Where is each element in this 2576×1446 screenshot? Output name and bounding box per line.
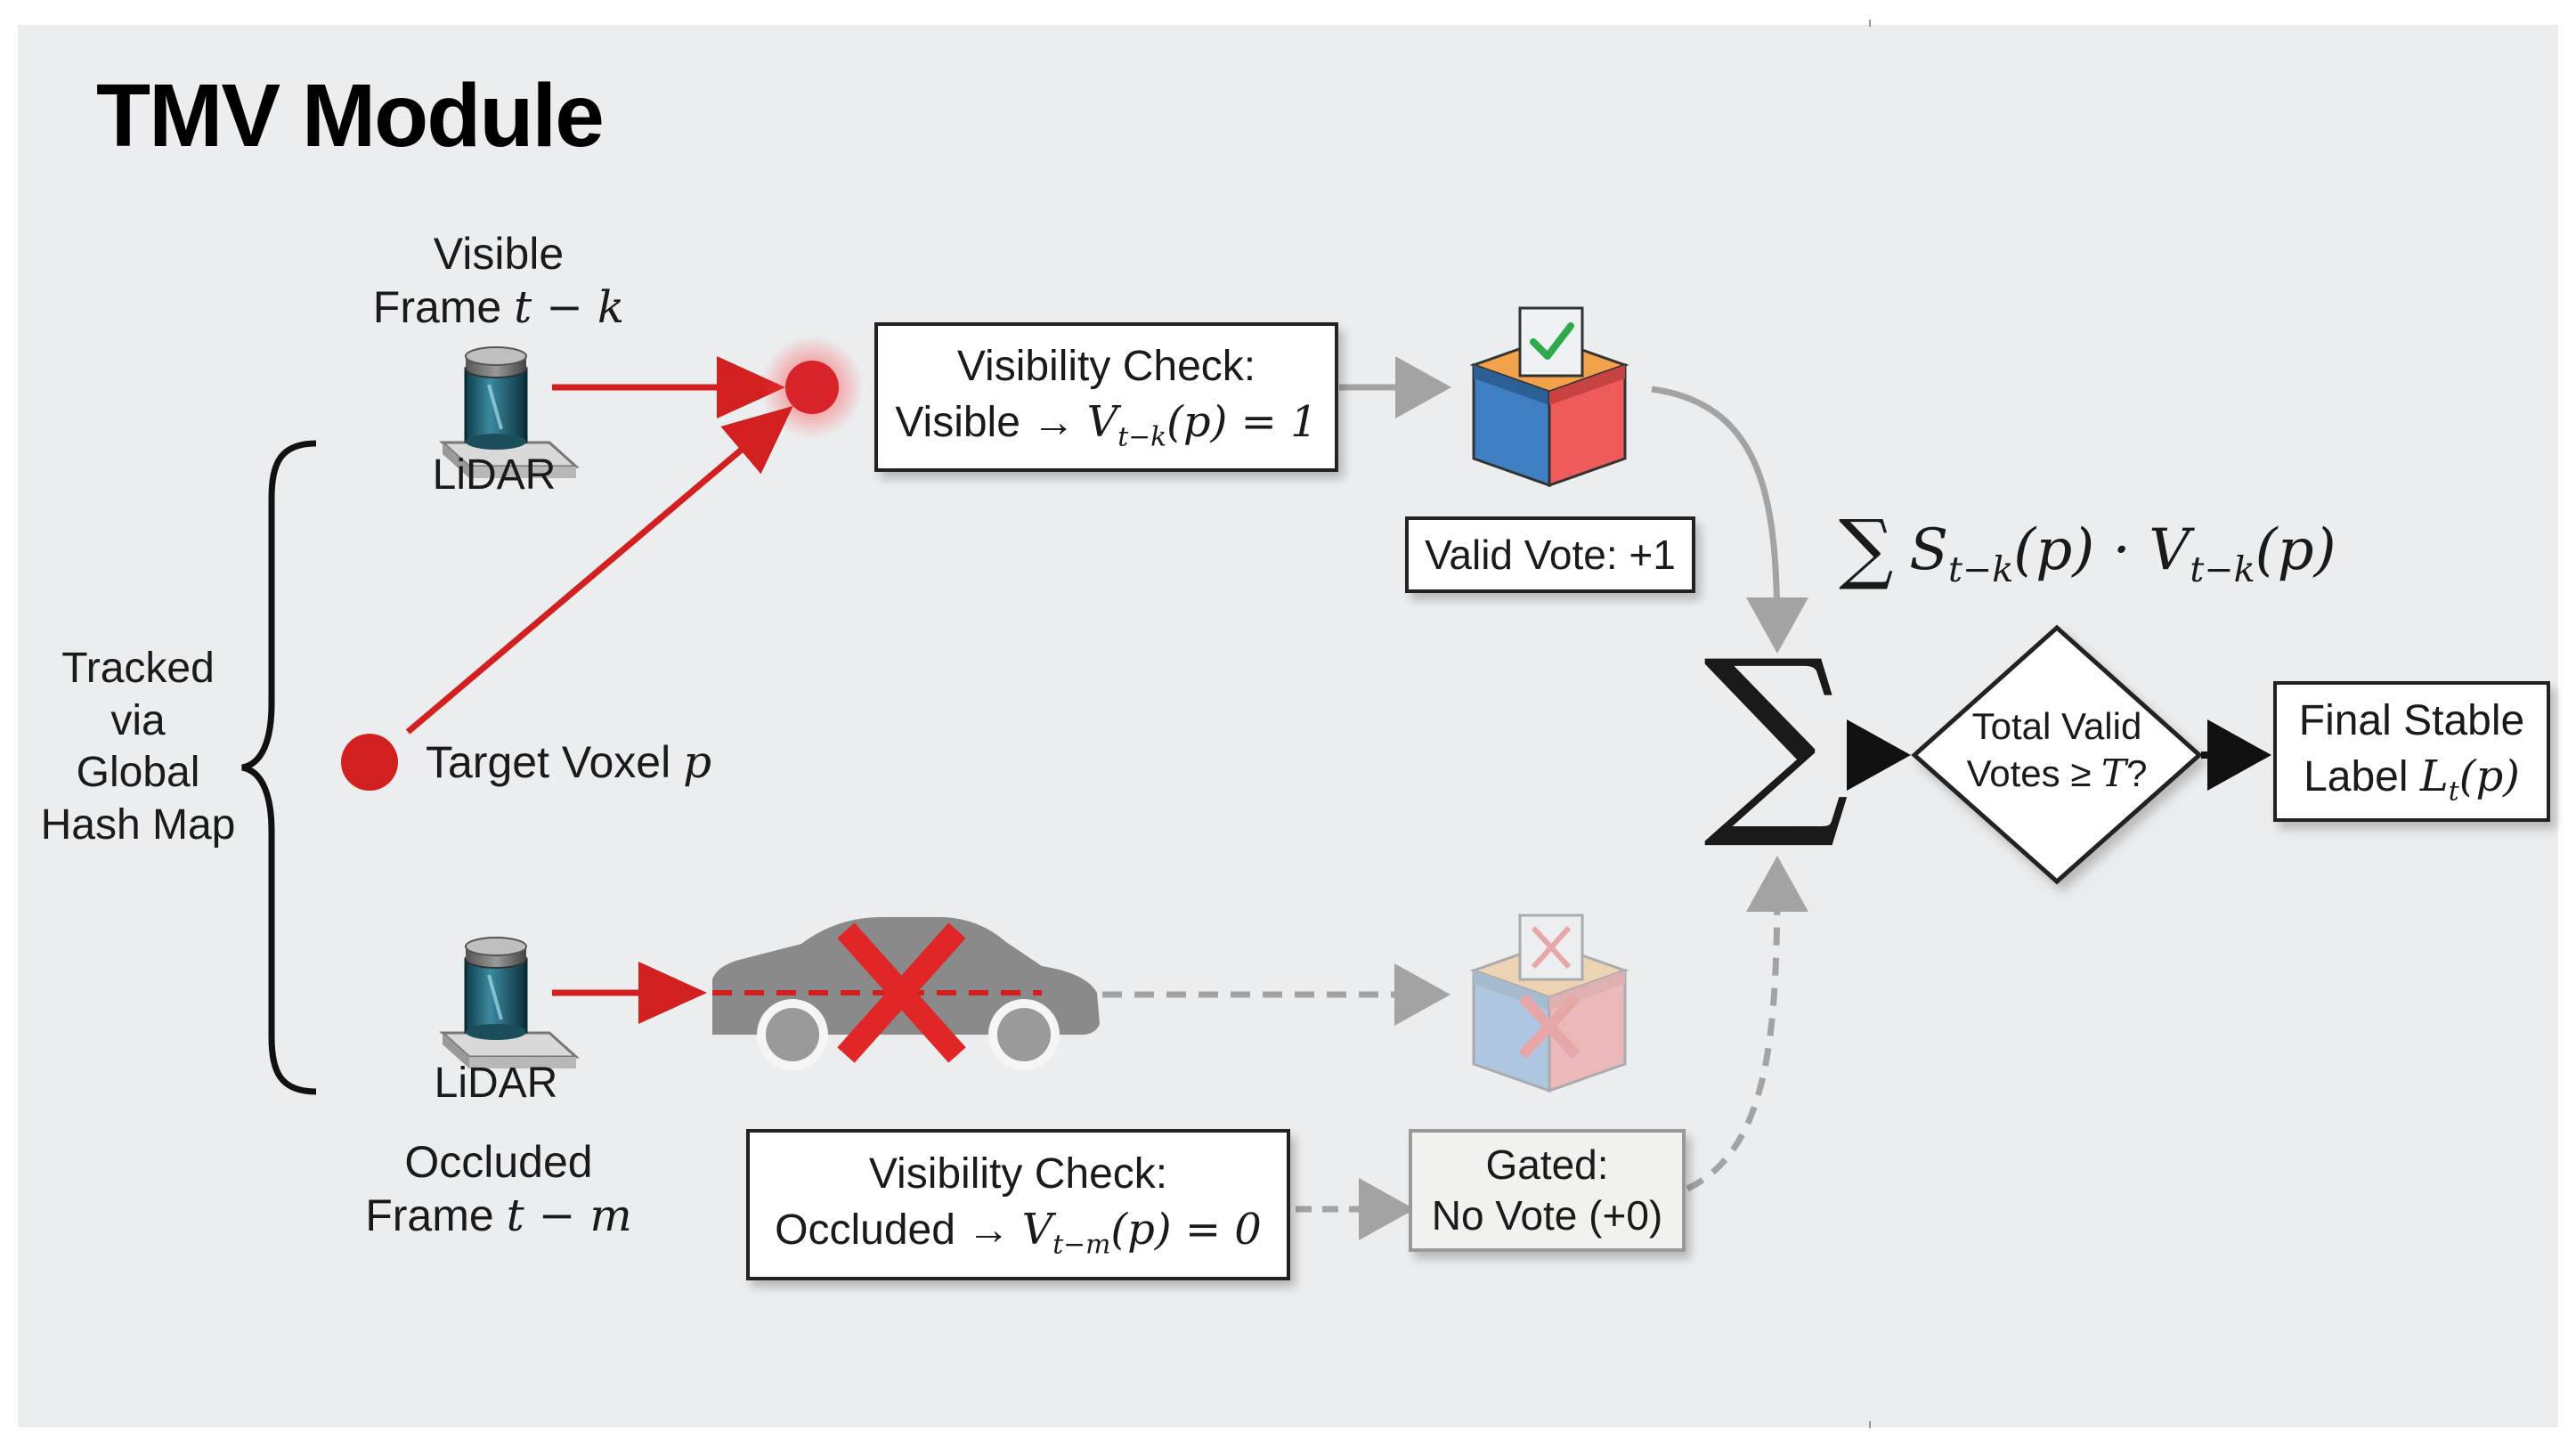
voxel-to-visible-arrow [405, 405, 793, 735]
gated-box: Gated: No Vote (+0) [1409, 1129, 1686, 1252]
summation-symbol: ∑ [1702, 617, 1850, 855]
voxel-hit-point [785, 361, 839, 414]
decision-diamond [1911, 624, 2203, 885]
vote-to-sum-arrow [1651, 386, 1808, 654]
visibility-check-visible-box: Visibility Check: Visible → Vt−k(p) = 1 [874, 322, 1338, 472]
target-voxel-label: Target Voxel p [426, 736, 712, 788]
tracking-brace [241, 440, 317, 1095]
gated-to-sum-arrow [1686, 856, 1808, 1192]
lidar-label-bottom: LiDAR [434, 1060, 558, 1107]
ballot-box-icon [1474, 306, 1625, 485]
decision-text: Total Valid Votes ≥ T? [1966, 705, 2148, 795]
checkmark-icon [1530, 322, 1574, 360]
sum-formula: ∑ St−k(p) · Vt−k(p) [1839, 504, 2336, 593]
valid-vote-box: Valid Vote: +1 [1405, 516, 1695, 593]
tracked-label: Tracked via Global Hash Map [40, 645, 236, 849]
final-label-box: Final Stable Label Lt(p) [2273, 681, 2550, 822]
visible-frame-heading: Visible Frame t − k [372, 229, 625, 333]
ballot-box-faded-icon [1474, 914, 1625, 1091]
occluded-frame-heading: Occluded Frame t − m [365, 1137, 632, 1241]
visibility-check-occluded-box: Visibility Check: Occluded → Vt−m(p) = 0 [746, 1129, 1290, 1280]
page-title: TMV Module [96, 66, 605, 166]
cross-icon [837, 922, 966, 1063]
lidar-label-top: LiDAR [432, 451, 557, 499]
target-voxel-dot [341, 734, 398, 791]
